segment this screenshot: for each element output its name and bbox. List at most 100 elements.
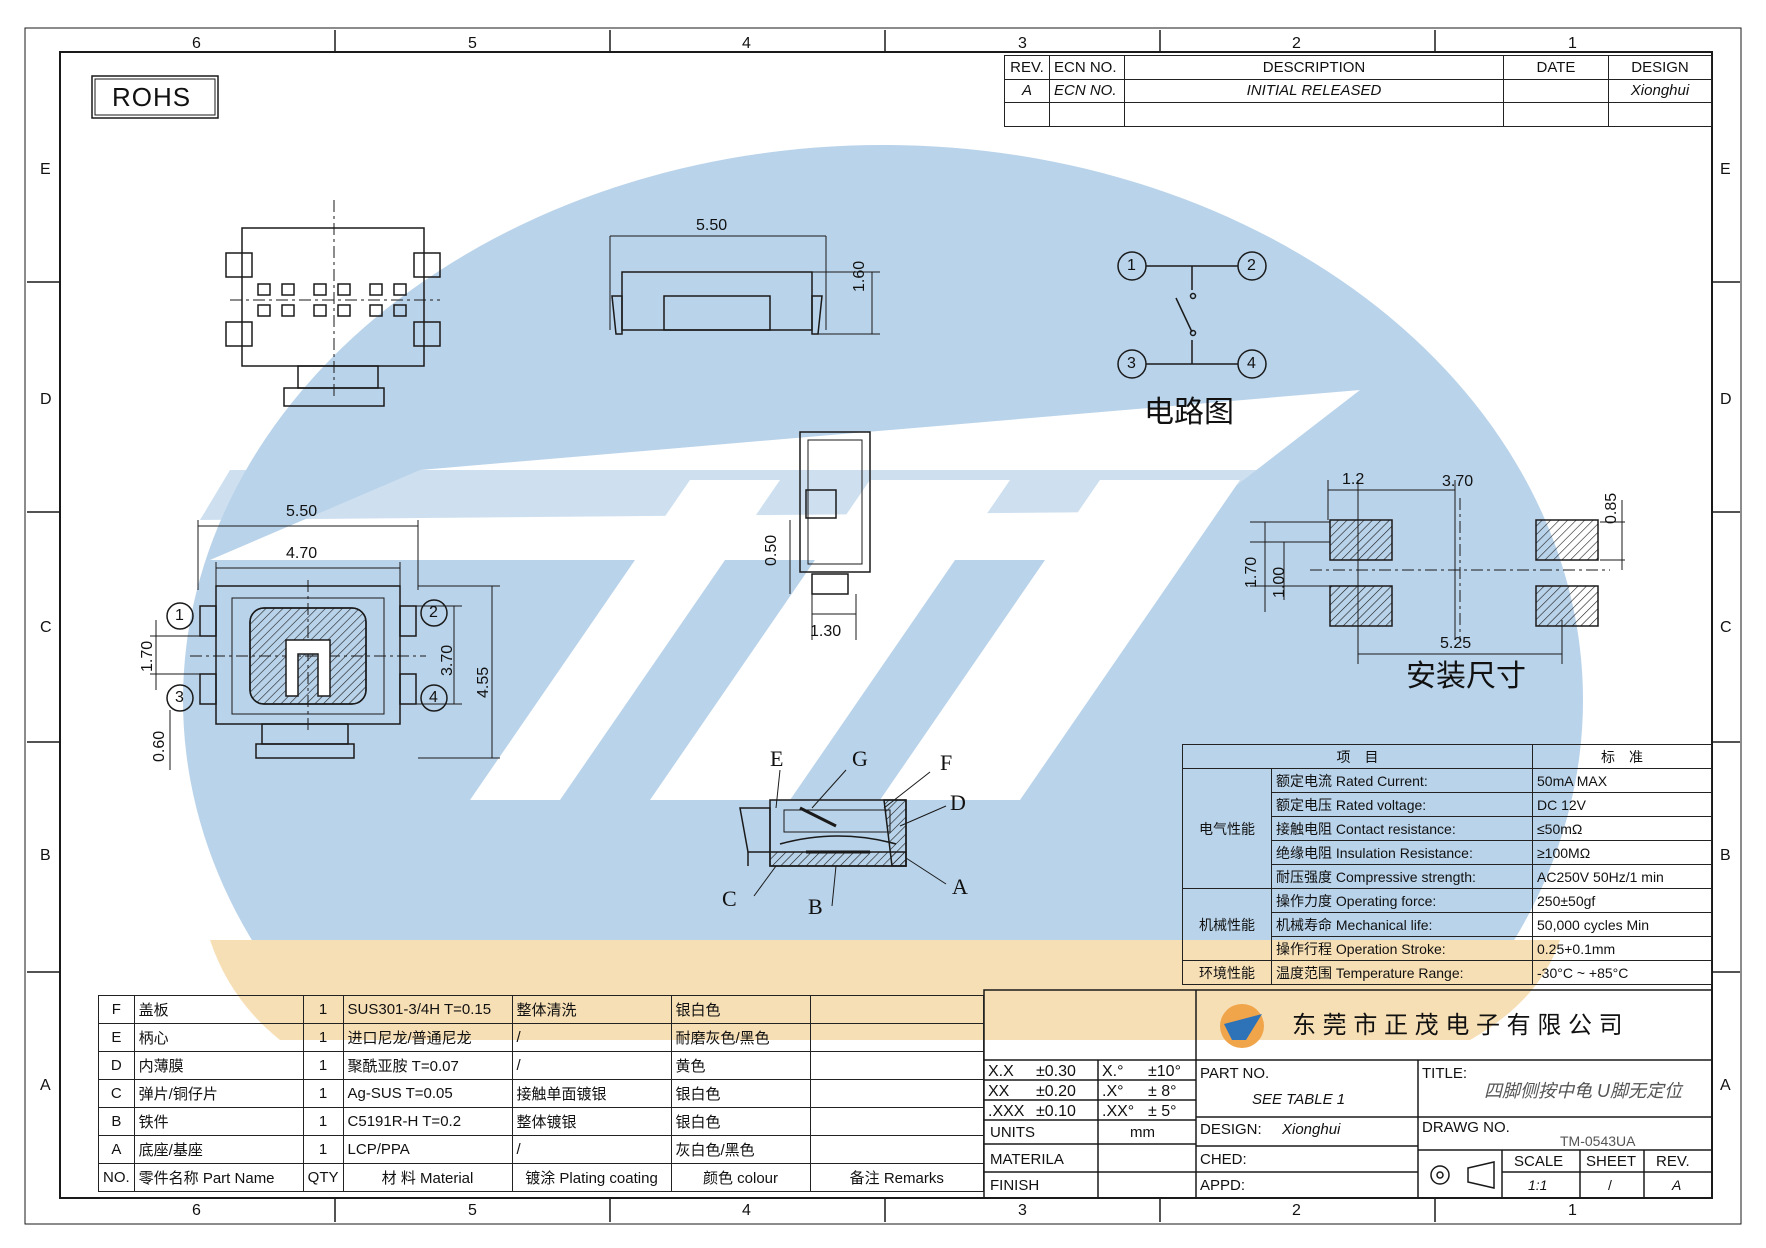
zone-row-d-right: D bbox=[1720, 391, 1732, 408]
rev-header-description: DESCRIPTION bbox=[1124, 55, 1504, 80]
part-remarks bbox=[809, 1107, 985, 1136]
tol-row3-d: ± 5° bbox=[1148, 1103, 1177, 1120]
title-label: TITLE: bbox=[1422, 1065, 1468, 1082]
spec-item-value: ≤50mΩ bbox=[1532, 816, 1712, 841]
table-row: F 盖板 1 SUS301-3/4H T=0.15 整体清洗 银白色 bbox=[98, 995, 985, 1024]
part-material: C5191R-H T=0.2 bbox=[342, 1107, 513, 1136]
rev-value: A bbox=[1004, 78, 1050, 104]
callout-d: D bbox=[950, 790, 966, 815]
parts-header-name: 零件名称 Part Name bbox=[133, 1163, 304, 1192]
part-name: 弹片/铜仔片 bbox=[133, 1079, 304, 1108]
zone-row-c-right: C bbox=[1720, 619, 1732, 636]
zone-row-a-right: A bbox=[1720, 1077, 1731, 1094]
spec-item-cn: 温度范围 bbox=[1276, 964, 1332, 981]
scale-value: 1:1 bbox=[1528, 1177, 1548, 1193]
zone-row-e: E bbox=[40, 161, 51, 178]
parts-header-qty: QTY bbox=[302, 1163, 344, 1192]
spec-item-cn: 操作行程 bbox=[1276, 940, 1332, 957]
spec-item-en: Operating force: bbox=[1335, 892, 1437, 909]
tol-row1-c: X.° bbox=[1102, 1063, 1124, 1080]
part-name: 内薄膜 bbox=[133, 1051, 304, 1080]
circuit-pin-1: 1 bbox=[1127, 257, 1136, 274]
rev-design-value: Xionghui bbox=[1608, 78, 1712, 104]
table-row: 电气性能 额定电流 Rated Current: 50mA MAX bbox=[1182, 768, 1712, 889]
dim-pad-b: 3.70 bbox=[1442, 473, 1474, 490]
dim-pad-c: 0.85 bbox=[1603, 492, 1620, 524]
units-label: UNITS bbox=[990, 1124, 1035, 1141]
units-value: mm bbox=[1130, 1124, 1155, 1141]
part-remarks bbox=[809, 1135, 985, 1164]
circuit-caption: 电路图 bbox=[1144, 396, 1234, 429]
spec-item-cn: 绝缘电阻 bbox=[1276, 844, 1332, 861]
zone-col-3-bottom: 3 bbox=[1018, 1202, 1027, 1219]
part-colour: 银白色 bbox=[670, 1079, 811, 1108]
part-no-label: PART NO. bbox=[1200, 1065, 1270, 1082]
spec-item-cn: 额定电流 bbox=[1276, 772, 1332, 789]
rev-ecn-value: ECN NO. bbox=[1049, 78, 1125, 104]
parts-header-no: NO. bbox=[98, 1163, 135, 1192]
tol-row2-c: .X° bbox=[1102, 1083, 1124, 1100]
spec-item-cn: 机械寿命 bbox=[1276, 916, 1332, 933]
table-row: 机械寿命 Mechanical life: 50,000 cycles Min bbox=[1183, 912, 1712, 937]
callout-e: E bbox=[770, 746, 784, 771]
part-colour: 黄色 bbox=[670, 1051, 811, 1080]
scale-label: SCALE bbox=[1514, 1153, 1564, 1170]
dim-front-height: 3.70 bbox=[439, 644, 456, 676]
circuit-pin-3: 3 bbox=[1127, 355, 1136, 372]
dim-front-inner-width: 4.70 bbox=[286, 545, 318, 562]
spec-item-en: Temperature Range: bbox=[1335, 964, 1464, 981]
parts-header-plating: 镀涂 Plating coating bbox=[511, 1163, 672, 1192]
sheet-label: SHEET bbox=[1586, 1153, 1637, 1170]
part-qty: 1 bbox=[302, 1023, 344, 1052]
part-name: 盖板 bbox=[133, 995, 304, 1024]
sheet-value: / bbox=[1608, 1177, 1612, 1193]
spec-item-value: 50mA MAX bbox=[1532, 768, 1712, 793]
spec-item-value: 250±50gf bbox=[1532, 888, 1712, 913]
zone-row-d: D bbox=[40, 391, 52, 408]
dim-side-height: 1.60 bbox=[851, 260, 868, 292]
tol-row1-d: ±10° bbox=[1148, 1063, 1181, 1080]
rev-header-date: DATE bbox=[1503, 55, 1609, 80]
dim-pad-e: 1.00 bbox=[1271, 566, 1288, 598]
zone-col-4: 4 bbox=[742, 35, 751, 52]
spec-item-cn: 操作力度 bbox=[1276, 892, 1332, 909]
table-row: 绝缘电阻 Insulation Resistance: ≥100MΩ bbox=[1183, 840, 1712, 865]
design-label: DESIGN: bbox=[1200, 1121, 1262, 1138]
revision-table: REV. ECN NO. DESCRIPTION DATE DESIGN A E… bbox=[1004, 55, 1712, 127]
tol-row3-c: .XX° bbox=[1102, 1103, 1135, 1120]
finish-label: FINISH bbox=[990, 1177, 1040, 1194]
parts-header-remarks: 备注 Remarks bbox=[809, 1163, 985, 1192]
part-no: F bbox=[98, 995, 135, 1024]
zone-col-5-bottom: 5 bbox=[468, 1202, 477, 1219]
front-pin-4: 4 bbox=[429, 689, 438, 706]
part-qty: 1 bbox=[302, 1051, 344, 1080]
table-row: B 铁件 1 C5191R-H T=0.2 整体镀银 银白色 bbox=[98, 1107, 985, 1136]
rohs-mark: ROHS bbox=[112, 82, 192, 112]
part-no: E bbox=[98, 1023, 135, 1052]
dim-pad-a: 1.2 bbox=[1342, 471, 1365, 488]
rev-label: REV. bbox=[1656, 1153, 1690, 1170]
front-pin-1: 1 bbox=[175, 607, 184, 624]
zone-row-b: B bbox=[40, 847, 51, 864]
part-colour: 银白色 bbox=[670, 1107, 811, 1136]
spec-item-value: 50,000 cycles Min bbox=[1532, 912, 1712, 937]
spec-item-en: Compressive strength: bbox=[1335, 868, 1476, 885]
spec-item-en: Mechanical life: bbox=[1335, 916, 1433, 933]
part-plating: / bbox=[511, 1023, 672, 1052]
tol-row2-b: ±0.20 bbox=[1036, 1083, 1076, 1100]
spec-group-environment: 环境性能 bbox=[1182, 960, 1272, 985]
spec-item-en: Operation Stroke: bbox=[1335, 940, 1446, 957]
front-pin-2: 2 bbox=[429, 604, 438, 621]
dim-end-a: 0.50 bbox=[763, 534, 780, 566]
spec-item-cn: 额定电压 bbox=[1276, 796, 1332, 813]
zone-col-5: 5 bbox=[468, 35, 477, 52]
zone-col-1: 1 bbox=[1568, 35, 1577, 52]
drawg-label: DRAWG NO. bbox=[1422, 1119, 1510, 1136]
spec-header-item: 项 目 bbox=[1182, 744, 1533, 769]
tol-row2-d: ± 8° bbox=[1148, 1083, 1177, 1100]
tol-row2-a: XX bbox=[988, 1083, 1010, 1100]
spec-item-value: -30°C ~ +85°C bbox=[1532, 960, 1712, 985]
table-row: D 内薄膜 1 聚酰亚胺 T=0.07 / 黄色 bbox=[98, 1051, 985, 1080]
table-row: 耐压强度 Compressive strength: AC250V 50Hz/1… bbox=[1183, 864, 1712, 889]
table-row: 机械性能 操作力度 Operating force: 250±50gf bbox=[1182, 888, 1712, 961]
